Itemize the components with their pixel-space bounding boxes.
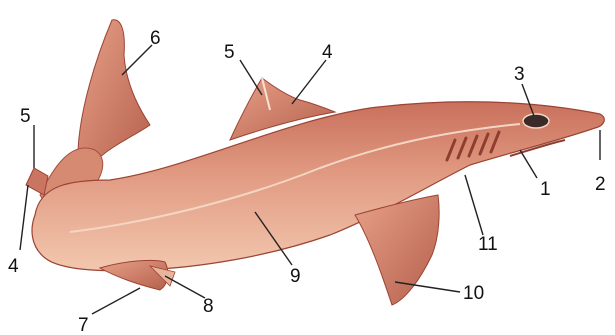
leader-1	[520, 150, 537, 178]
label-10: 10	[463, 283, 484, 304]
label-11: 11	[478, 234, 498, 255]
label-2: 2	[595, 174, 606, 195]
leader-5-fin	[240, 60, 262, 95]
label-7: 7	[78, 315, 89, 335]
leader-7	[92, 288, 140, 314]
leader-11	[465, 175, 483, 235]
leader-6	[122, 45, 152, 75]
label-4-tail: 4	[8, 256, 19, 277]
leader-8	[165, 276, 205, 298]
label-5-tail: 5	[20, 106, 31, 127]
label-9: 9	[290, 266, 301, 287]
label-4-fin: 4	[322, 42, 333, 63]
leader-4-fin	[292, 60, 326, 104]
label-5-fin: 5	[224, 42, 235, 63]
label-1: 1	[540, 179, 551, 200]
leader-4-tail	[20, 185, 28, 250]
label-6: 6	[150, 28, 161, 49]
pelvic-fin	[100, 260, 168, 290]
pectoral-fin	[355, 195, 439, 305]
label-8: 8	[203, 296, 214, 317]
label-3: 3	[514, 64, 525, 85]
second-dorsal-fin	[26, 168, 48, 195]
eye	[523, 114, 549, 128]
